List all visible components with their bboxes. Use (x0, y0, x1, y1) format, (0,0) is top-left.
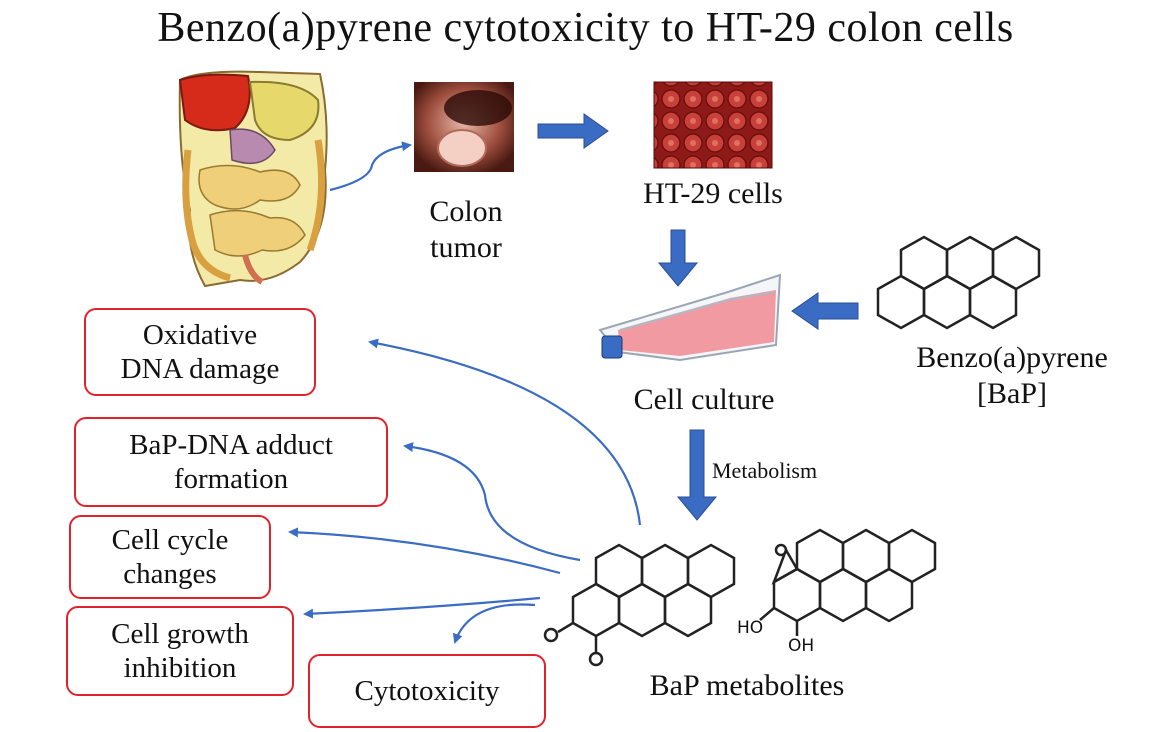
effect-box-oxidative-dna-damage: Oxidative DNA damage (84, 308, 316, 396)
digestive-system-image (178, 70, 328, 288)
bap-quinone-structure (543, 543, 736, 667)
effect-box-cell-growth-inhibition: Cell growth inhibition (66, 606, 294, 696)
bap-label: Benzo(a)pyrene [BaP] (916, 341, 1108, 410)
oh-label: OH (788, 636, 815, 656)
metabolism-label: Metabolism (712, 458, 818, 483)
effect-box-cytotoxicity: Cytotoxicity (308, 654, 546, 728)
cell-culture-label: Cell culture (633, 383, 775, 416)
bap-diol-epoxide-structure (759, 528, 937, 636)
colon-tumor-image (414, 82, 514, 172)
ho-label: HO (737, 618, 764, 638)
effect-box-cell-cycle-changes: Cell cycle changes (69, 515, 271, 599)
ht29-cells-image (653, 81, 773, 169)
culture-flask-image (598, 273, 782, 362)
bap-metabolites-label: BaP metabolites (649, 669, 845, 702)
colon-tumor-label: Colon tumor (429, 195, 503, 264)
bap-structure (876, 235, 1041, 330)
block-arrows (537, 113, 859, 521)
effect-box-bap-dna-adduct: BaP-DNA adduct formation (74, 417, 388, 507)
curved-arrows (288, 141, 642, 644)
diagram-title: Benzo(a)pyrene cytotoxicity to HT-29 col… (157, 5, 1014, 51)
ht29-cells-label: HT-29 cells (643, 177, 783, 210)
